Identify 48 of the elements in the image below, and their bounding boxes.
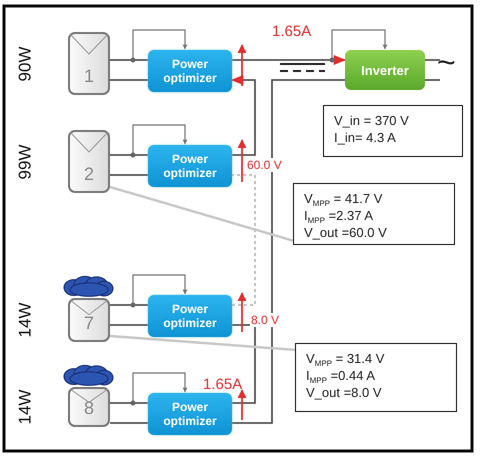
wire xyxy=(232,174,256,306)
info-text: V$_{MPP}$ = 31.4 V xyxy=(306,350,386,367)
wire xyxy=(110,79,148,81)
ac-symbol: ~ xyxy=(437,44,456,81)
leader-line xyxy=(110,186,294,242)
solar-panel xyxy=(68,130,110,193)
info-text: V_out =8.0 V xyxy=(306,384,383,401)
panel-number: 7 xyxy=(82,313,95,334)
info-text: V$_{MPP}$ = 41.7 V xyxy=(304,190,384,207)
info-box xyxy=(323,105,463,157)
leader-line xyxy=(110,334,296,352)
wire xyxy=(110,59,148,61)
panel-number: 8 xyxy=(82,398,95,419)
info-text: V_out =60.0 V xyxy=(304,224,388,241)
power-rating: 14W xyxy=(15,390,36,424)
wire xyxy=(110,174,148,176)
solar-panel xyxy=(68,387,110,427)
inverter-box: Inverter xyxy=(345,50,425,90)
info-text: I_in= 4.3 A xyxy=(334,129,397,146)
info-text: I$_{MPP}$ =0.44 A xyxy=(306,367,376,384)
optimizer-box: Power optimizer xyxy=(148,393,232,435)
wire xyxy=(110,304,148,306)
wire xyxy=(232,324,256,404)
current-label: 1.65A xyxy=(203,376,242,393)
wire xyxy=(232,79,345,424)
optimizer-box: Power optimizer xyxy=(148,50,232,92)
wire xyxy=(110,324,148,326)
info-text: I$_{MPP}$ =2.37 A xyxy=(304,207,374,224)
wire xyxy=(232,54,346,66)
info-text: V_in = 370 V xyxy=(334,112,410,129)
solar-panel xyxy=(68,32,110,95)
wire xyxy=(110,154,148,156)
voltage-label: 8.0 V xyxy=(250,313,280,327)
panel-number: 2 xyxy=(82,164,95,185)
power-rating: 90W xyxy=(15,46,36,81)
info-box xyxy=(295,343,457,412)
voltage-label: 60.0 V xyxy=(246,158,283,172)
solar-panel xyxy=(68,298,110,342)
optimizer-box: Power optimizer xyxy=(148,145,232,187)
power-rating: 14W xyxy=(15,302,36,338)
power-rating: 99W xyxy=(15,144,36,179)
info-box xyxy=(293,183,455,245)
current-label: 1.65A xyxy=(272,23,312,40)
wire xyxy=(230,74,256,156)
panel-number: 1 xyxy=(82,66,95,87)
optimizer-box: Power optimizer xyxy=(148,295,232,337)
wire xyxy=(110,402,148,404)
wire xyxy=(110,422,148,424)
